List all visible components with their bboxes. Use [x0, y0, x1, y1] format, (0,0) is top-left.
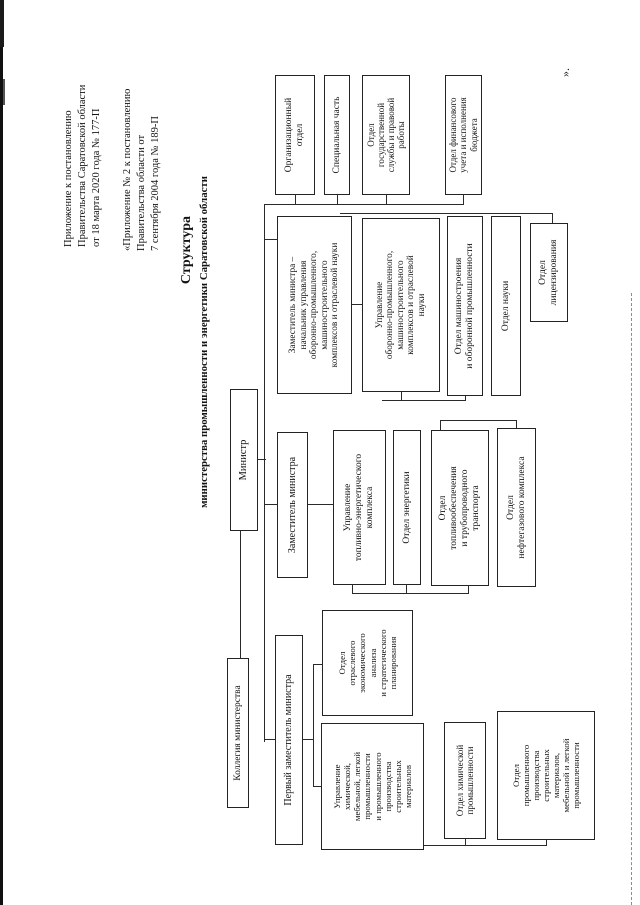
connector-line	[440, 419, 517, 421]
connector-line	[340, 212, 553, 214]
connector-line	[337, 194, 339, 205]
org-box-org-dept: Организационный отдел	[275, 75, 315, 195]
connector-line	[516, 420, 518, 428]
connector-line	[240, 531, 242, 658]
connector-line	[468, 585, 470, 594]
connector-line	[552, 213, 554, 223]
connector-line	[264, 738, 276, 740]
org-box-special-part: Специальная часть	[324, 75, 350, 195]
connector-line	[546, 839, 548, 846]
org-box-fuel-admin: Управление топливно-энергетического комп…	[333, 430, 386, 585]
org-box-energy-dept: Отдел энергетики	[393, 430, 421, 585]
org-box-machine-dept: Отдел машиностроения и оборонной промышл…	[447, 216, 483, 396]
org-box-building-dept: Отдел промышленного производства строите…	[497, 711, 595, 840]
connector-line	[424, 844, 547, 846]
connector-line	[463, 194, 465, 205]
connector-line	[382, 399, 466, 401]
connector-line	[313, 785, 322, 787]
connector-line	[308, 503, 334, 505]
org-box-oil-gas-dept: Отдел нефтегазового комплекса	[497, 428, 536, 587]
connector-line	[295, 194, 297, 205]
org-box-deputy: Заместитель министра	[277, 432, 308, 578]
org-box-defense-admin: Управление оборонно-промышленного, машин…	[362, 218, 440, 392]
org-box-fuel-supply: Отдел топливообеспечения и трубопроводно…	[431, 430, 489, 586]
connector-line	[313, 664, 315, 787]
org-box-econ-dept: Отдел отраслевого экономического анализа…	[322, 610, 413, 716]
connector-line	[401, 391, 403, 401]
org-box-kollegia: Коллегия министерства	[227, 658, 249, 808]
connector-line	[465, 838, 467, 846]
scan-edge-dots	[631, 293, 632, 905]
connector-line	[264, 503, 278, 505]
connector-line	[313, 663, 323, 665]
org-box-deputy-head: Заместитель министра – начальник управле…	[277, 216, 352, 394]
scan-artifact	[3, 79, 5, 105]
org-box-chem-admin: Управление химической, мебельной, легкой…	[321, 723, 424, 850]
chart-title-line1: Структура	[179, 215, 194, 285]
connector-line	[440, 420, 442, 430]
org-box-minister: Министр	[230, 389, 258, 531]
org-box-civil-service: Отдел государственной службы и правовой …	[362, 75, 410, 195]
connector-line	[406, 584, 408, 594]
connector-line	[465, 395, 467, 401]
appendix-note-2020: Приложение к постановлению Правительства…	[63, 84, 102, 247]
connector-line	[264, 204, 266, 742]
connector-line	[264, 238, 278, 240]
connector-line	[386, 194, 388, 205]
org-box-chem-dept: Отдел химической промышленности	[444, 722, 486, 839]
connector-line	[264, 203, 464, 205]
connector-line	[352, 303, 363, 305]
connector-line	[352, 592, 469, 594]
chart-title-line2: министерства промышленности и энергетики…	[198, 176, 210, 508]
connector-line	[352, 584, 354, 594]
org-box-finance-dept: Отдел финансового учета и исполнения бюд…	[445, 75, 482, 195]
page-border-line	[0, 0, 3, 905]
appendix-note-2004: «Приложение № 2 к постановлению Правител…	[122, 88, 161, 251]
closing-quote-mark: ».	[558, 68, 572, 77]
scan-artifact	[0, 0, 4, 47]
org-box-license-dept: Отдел лицензирования	[530, 223, 568, 322]
org-box-first-deputy: Первый заместитель министра	[275, 635, 303, 845]
org-box-science-dept: Отдел науки	[491, 216, 521, 396]
